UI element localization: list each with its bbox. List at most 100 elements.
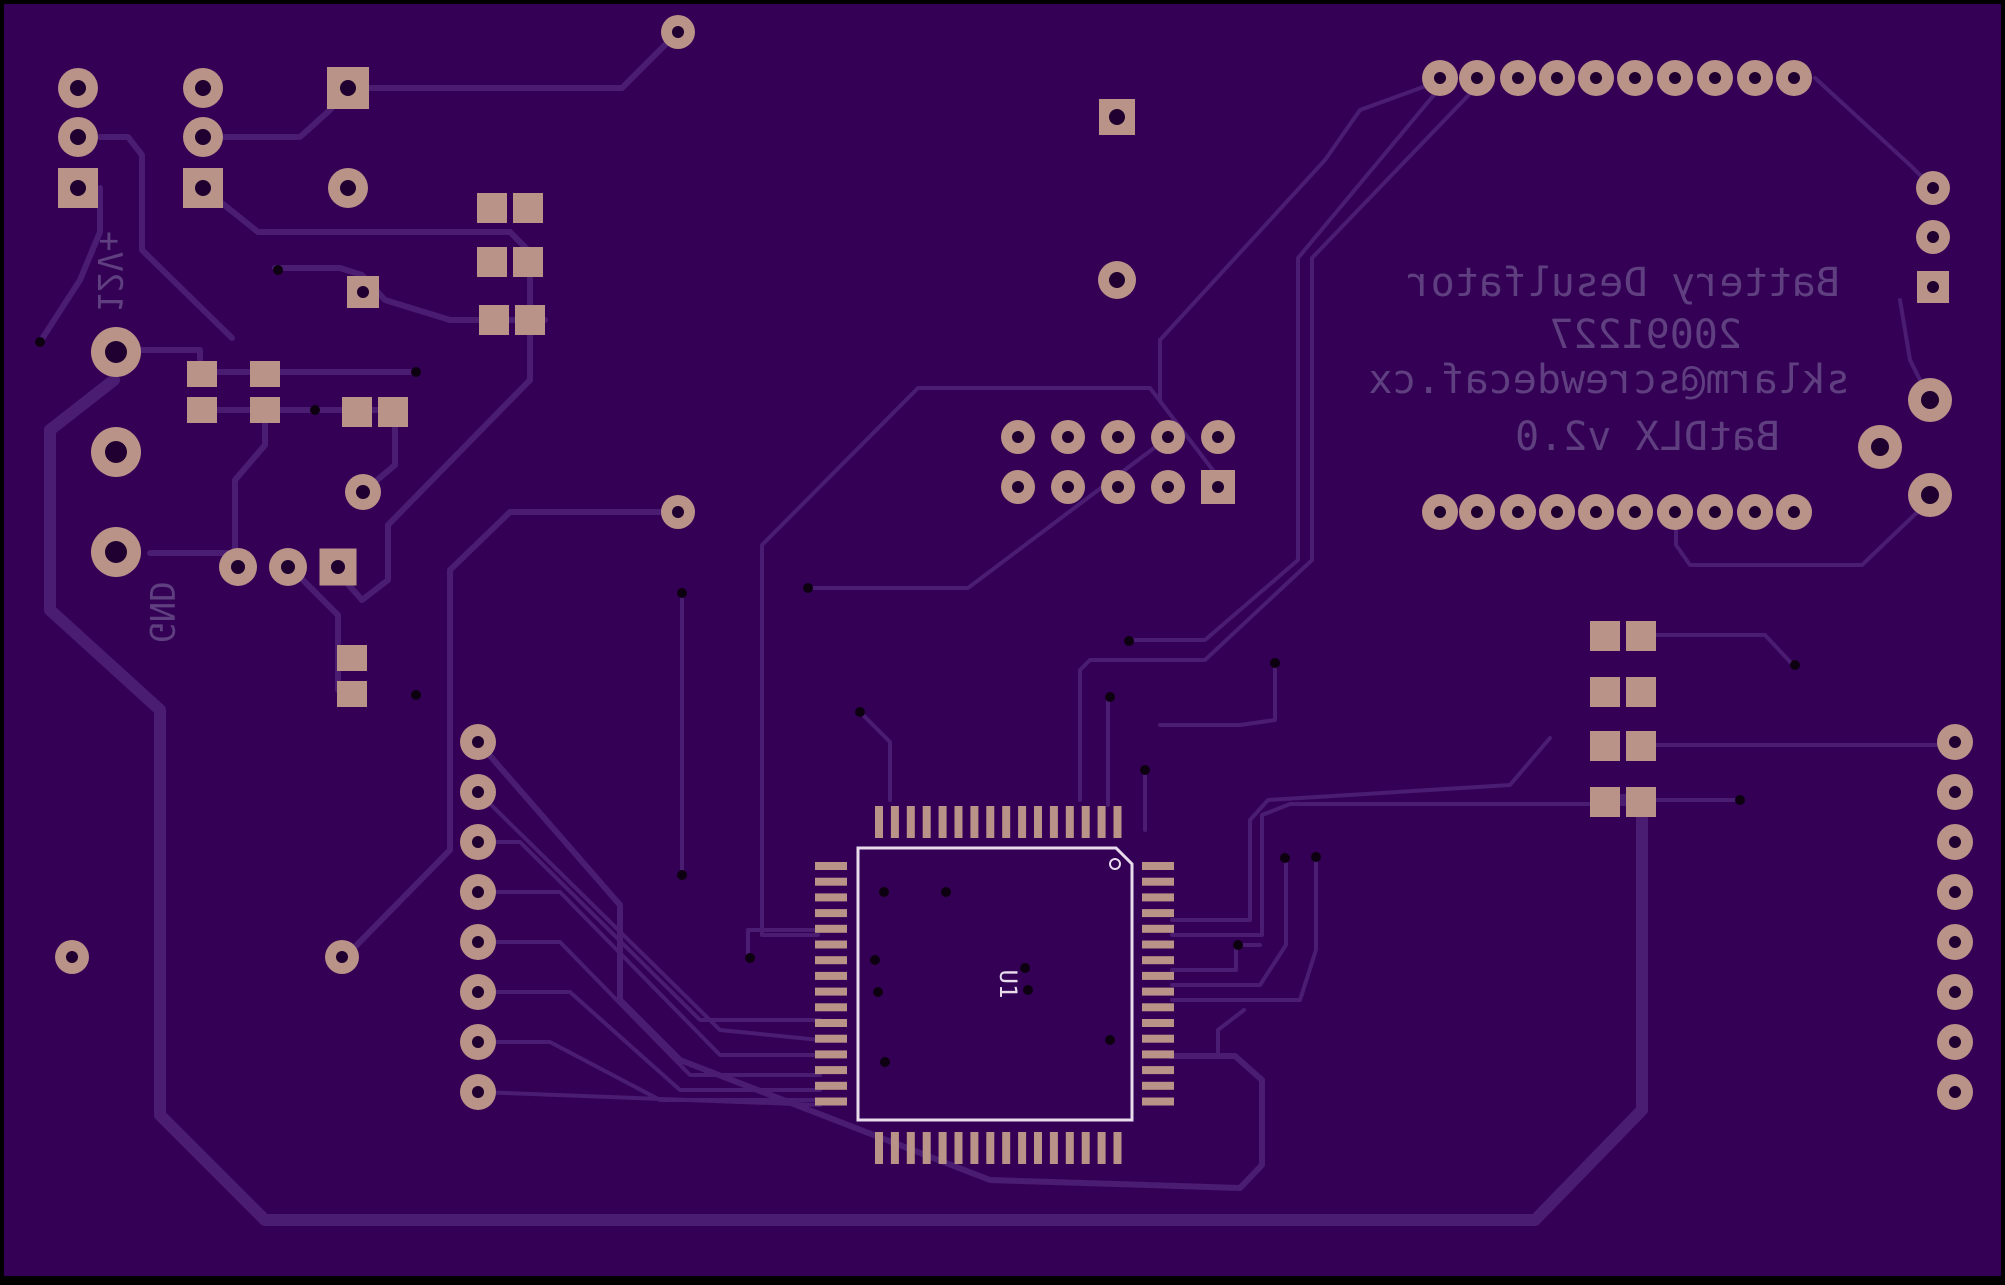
chip-pin-top xyxy=(1113,806,1122,838)
chip-u1: U1 xyxy=(815,806,1174,1164)
pad-drill xyxy=(70,80,86,96)
trace xyxy=(1078,76,1487,802)
pad-drill xyxy=(1434,72,1446,84)
smd-pad xyxy=(477,247,507,277)
chip-pin-bottom xyxy=(986,1132,995,1164)
chip-pin-top xyxy=(906,806,915,838)
trace xyxy=(858,710,892,802)
chip-pin-right xyxy=(1142,1097,1174,1106)
pad-drill xyxy=(1551,72,1563,84)
trace xyxy=(342,509,681,960)
chip-pin-right xyxy=(1142,940,1174,949)
via xyxy=(273,265,283,275)
pad-drill xyxy=(472,836,484,848)
chip-pin-bottom xyxy=(922,1132,931,1164)
chip-pin-top xyxy=(1097,806,1106,838)
chip-pin-bottom xyxy=(890,1132,899,1164)
chip-pin-left xyxy=(815,909,847,918)
chip-pin-top xyxy=(1002,806,1011,838)
chip-pin-right xyxy=(1142,1081,1174,1090)
pad-drill xyxy=(66,951,78,963)
chip-pin-right xyxy=(1142,1050,1174,1059)
pad-drill xyxy=(1669,72,1681,84)
chip-pin-left xyxy=(815,1066,847,1075)
trace xyxy=(476,940,822,1077)
smd-resistor xyxy=(337,645,367,707)
via xyxy=(310,405,320,415)
chip-pin-top xyxy=(1065,806,1074,838)
chip-pin-right xyxy=(1142,893,1174,902)
via xyxy=(1790,660,1800,670)
smd-resistor xyxy=(187,361,217,423)
pad-drill xyxy=(672,26,684,38)
smd-pad xyxy=(1590,787,1620,817)
pad-drill xyxy=(1109,272,1125,288)
pad-drill xyxy=(340,80,356,96)
chip-pin-bottom xyxy=(1018,1132,1027,1164)
via xyxy=(1280,853,1290,863)
smd-resistor xyxy=(1590,787,1656,817)
pad-drill xyxy=(1162,431,1174,443)
chip-pin-bottom xyxy=(1065,1132,1074,1164)
pad-drill xyxy=(105,341,127,363)
pad-drill xyxy=(1434,506,1446,518)
pad-drill xyxy=(1949,786,1961,798)
trace xyxy=(1170,802,1622,937)
chip-pins xyxy=(815,806,1174,1164)
pad-drill xyxy=(1949,1086,1961,1098)
trace xyxy=(476,1090,822,1107)
via xyxy=(35,337,45,347)
smd-resistor xyxy=(250,361,280,423)
pad-drill xyxy=(1212,481,1224,493)
chip-pin-right xyxy=(1142,1066,1174,1075)
silk-ground-label: GND xyxy=(141,581,181,642)
chip-pin-bottom xyxy=(1049,1132,1058,1164)
smd-capacitor xyxy=(477,247,543,277)
pad-drill xyxy=(105,541,127,563)
trace xyxy=(147,407,268,556)
pad-drill xyxy=(340,180,356,196)
chip-pin-right xyxy=(1142,956,1174,965)
chip-pin1-marker xyxy=(1109,858,1121,870)
via xyxy=(870,955,880,965)
silk-title-block: Battery Desulfator 20091227 sklarm@screw… xyxy=(1368,260,1850,460)
trace xyxy=(476,990,822,1092)
pad-drill xyxy=(1590,72,1602,84)
via xyxy=(879,887,889,897)
smd-pad xyxy=(1626,787,1656,817)
smd-resistor xyxy=(1590,621,1656,651)
chip-pin-left xyxy=(815,924,847,933)
pad-drill xyxy=(1921,486,1939,504)
chip-pin-bottom xyxy=(875,1132,883,1164)
smd-pad xyxy=(250,361,280,387)
pad-drill xyxy=(195,129,211,145)
trace xyxy=(1158,76,1450,402)
board-substrate xyxy=(4,4,2001,1276)
trace xyxy=(760,386,1227,932)
silk-title-line-2: 20091227 xyxy=(1549,312,1742,358)
via xyxy=(1020,963,1030,973)
pad-drill xyxy=(1062,431,1074,443)
via xyxy=(745,953,755,963)
smd-pad xyxy=(1590,677,1620,707)
chip-pin-top xyxy=(922,806,931,838)
chip-pin-left xyxy=(815,877,847,886)
silk-title-line-1: Battery Desulfator xyxy=(1407,260,1840,306)
silk-title-line-3: sklarm@screwdecaf.cx xyxy=(1368,357,1850,403)
chip-pin-bottom xyxy=(970,1132,979,1164)
pad-drill xyxy=(1927,281,1939,293)
chip-pin-top xyxy=(1034,806,1042,838)
pad-drill xyxy=(1012,431,1024,443)
silk-title-line-4: BatDLX v2.0 xyxy=(1515,414,1780,460)
chip-pin-top xyxy=(954,806,963,838)
chip-pin-top xyxy=(1081,806,1090,838)
smd-capacitor xyxy=(477,193,543,223)
chip-pin-right xyxy=(1142,1019,1174,1027)
trace xyxy=(1158,663,1277,727)
pad-drill xyxy=(1927,231,1939,243)
via xyxy=(1105,692,1115,702)
pad-drill xyxy=(1109,109,1125,125)
chip-pin-left xyxy=(815,1003,847,1012)
pad-drill xyxy=(1162,481,1174,493)
